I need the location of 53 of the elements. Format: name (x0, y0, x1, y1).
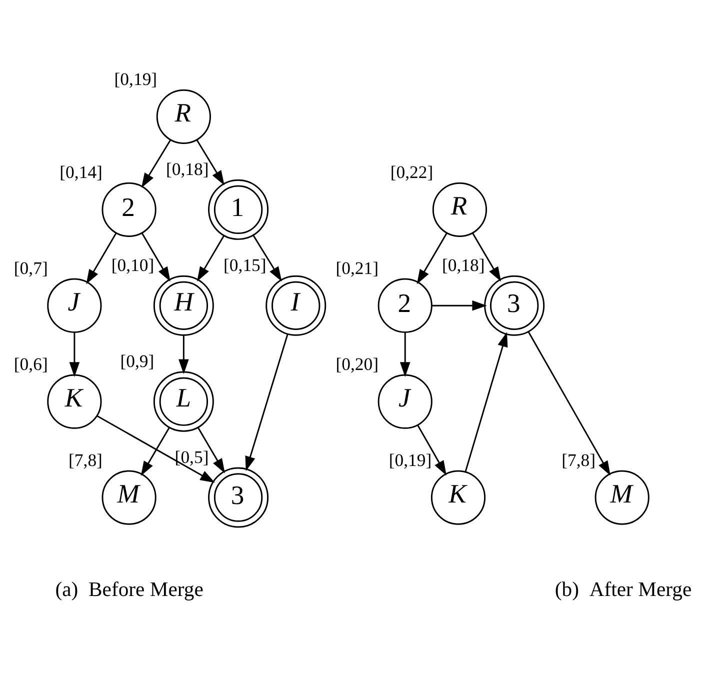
arrow (196, 140, 224, 186)
node-circle: K (430, 470, 486, 525)
arrow (141, 140, 172, 188)
arrow (197, 427, 225, 474)
arrow (252, 235, 282, 282)
arrow (417, 424, 446, 476)
arrow (432, 300, 487, 311)
node-label: [0,15] (224, 255, 266, 276)
node-circle: M (102, 470, 156, 525)
node-circle: H (153, 275, 214, 336)
node-label: [0,9] (120, 351, 154, 372)
node-label: [0,6] (14, 354, 48, 374)
node-label: [0,14] (60, 162, 102, 182)
node-label: [0,19] (114, 69, 158, 90)
arrow (86, 232, 117, 284)
node-circle: I (266, 275, 326, 336)
arrow (141, 232, 170, 282)
label: (a) Before Merge (55, 578, 204, 601)
arrow (69, 332, 80, 377)
node-circle: R (432, 182, 488, 237)
arrow (196, 235, 225, 282)
arrow (416, 232, 448, 284)
arrow (472, 232, 502, 282)
node-label: [7,8] (68, 450, 102, 470)
node-circle: M (594, 470, 650, 525)
arrow (400, 332, 410, 377)
node-label: [0,10] (111, 255, 154, 276)
arrow (464, 332, 508, 472)
label: (b) After Merge (554, 578, 692, 601)
node-circle: 2 (102, 182, 156, 237)
node-label: [0,20] (336, 354, 379, 374)
node-circle: 3 (484, 275, 545, 336)
arrow (178, 336, 189, 374)
arrow (96, 415, 215, 483)
node-circle: L (153, 371, 214, 432)
node-circle: J (378, 374, 432, 429)
node-circle: J (47, 278, 102, 333)
node-circle: K (47, 374, 102, 429)
node-circle: 3 (208, 467, 269, 528)
node-label: [7,8] (562, 450, 596, 470)
node-label: [0,5] (174, 446, 209, 467)
node-label: [0,7] (14, 258, 48, 278)
node-label: [0,22] (390, 162, 434, 182)
node-label: [0,18] (166, 159, 209, 180)
arrow (528, 331, 610, 476)
node-label: [0,19] (388, 450, 432, 470)
arrow (245, 334, 288, 472)
node-circle: R (156, 89, 211, 144)
node-circle: 2 (378, 278, 432, 333)
node-label: [0,18] (442, 255, 485, 276)
arrow (140, 427, 170, 476)
node-circle: 1 (208, 179, 269, 240)
node-label: [0,21] (336, 258, 379, 278)
